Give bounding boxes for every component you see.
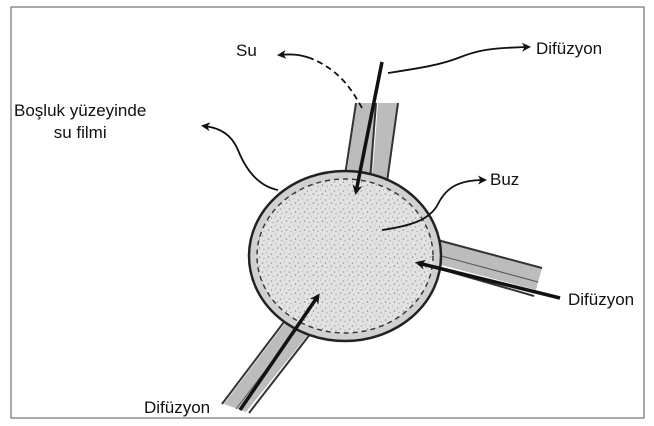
label-difuzyon-right: Difüzyon bbox=[568, 291, 634, 308]
label-difuzyon-bottom: Difüzyon bbox=[144, 399, 210, 416]
label-buz: Buz bbox=[490, 171, 519, 188]
label-water-film-line2: su filmi bbox=[14, 122, 146, 144]
film-pointer bbox=[204, 126, 278, 190]
capillary-bottom bbox=[222, 322, 311, 413]
label-difuzyon-top: Difüzyon bbox=[536, 40, 602, 57]
capillary-right bbox=[430, 238, 542, 296]
label-water-film-line1: Boşluk yüzeyinde bbox=[14, 100, 146, 122]
difuzyon-top-pointer bbox=[388, 47, 528, 73]
label-su: Su bbox=[236, 42, 257, 59]
su-arrow bbox=[280, 54, 310, 58]
label-water-film: Boşluk yüzeyinde su filmi bbox=[14, 100, 146, 144]
water-flow-path bbox=[310, 58, 362, 108]
ice-core bbox=[257, 179, 433, 333]
